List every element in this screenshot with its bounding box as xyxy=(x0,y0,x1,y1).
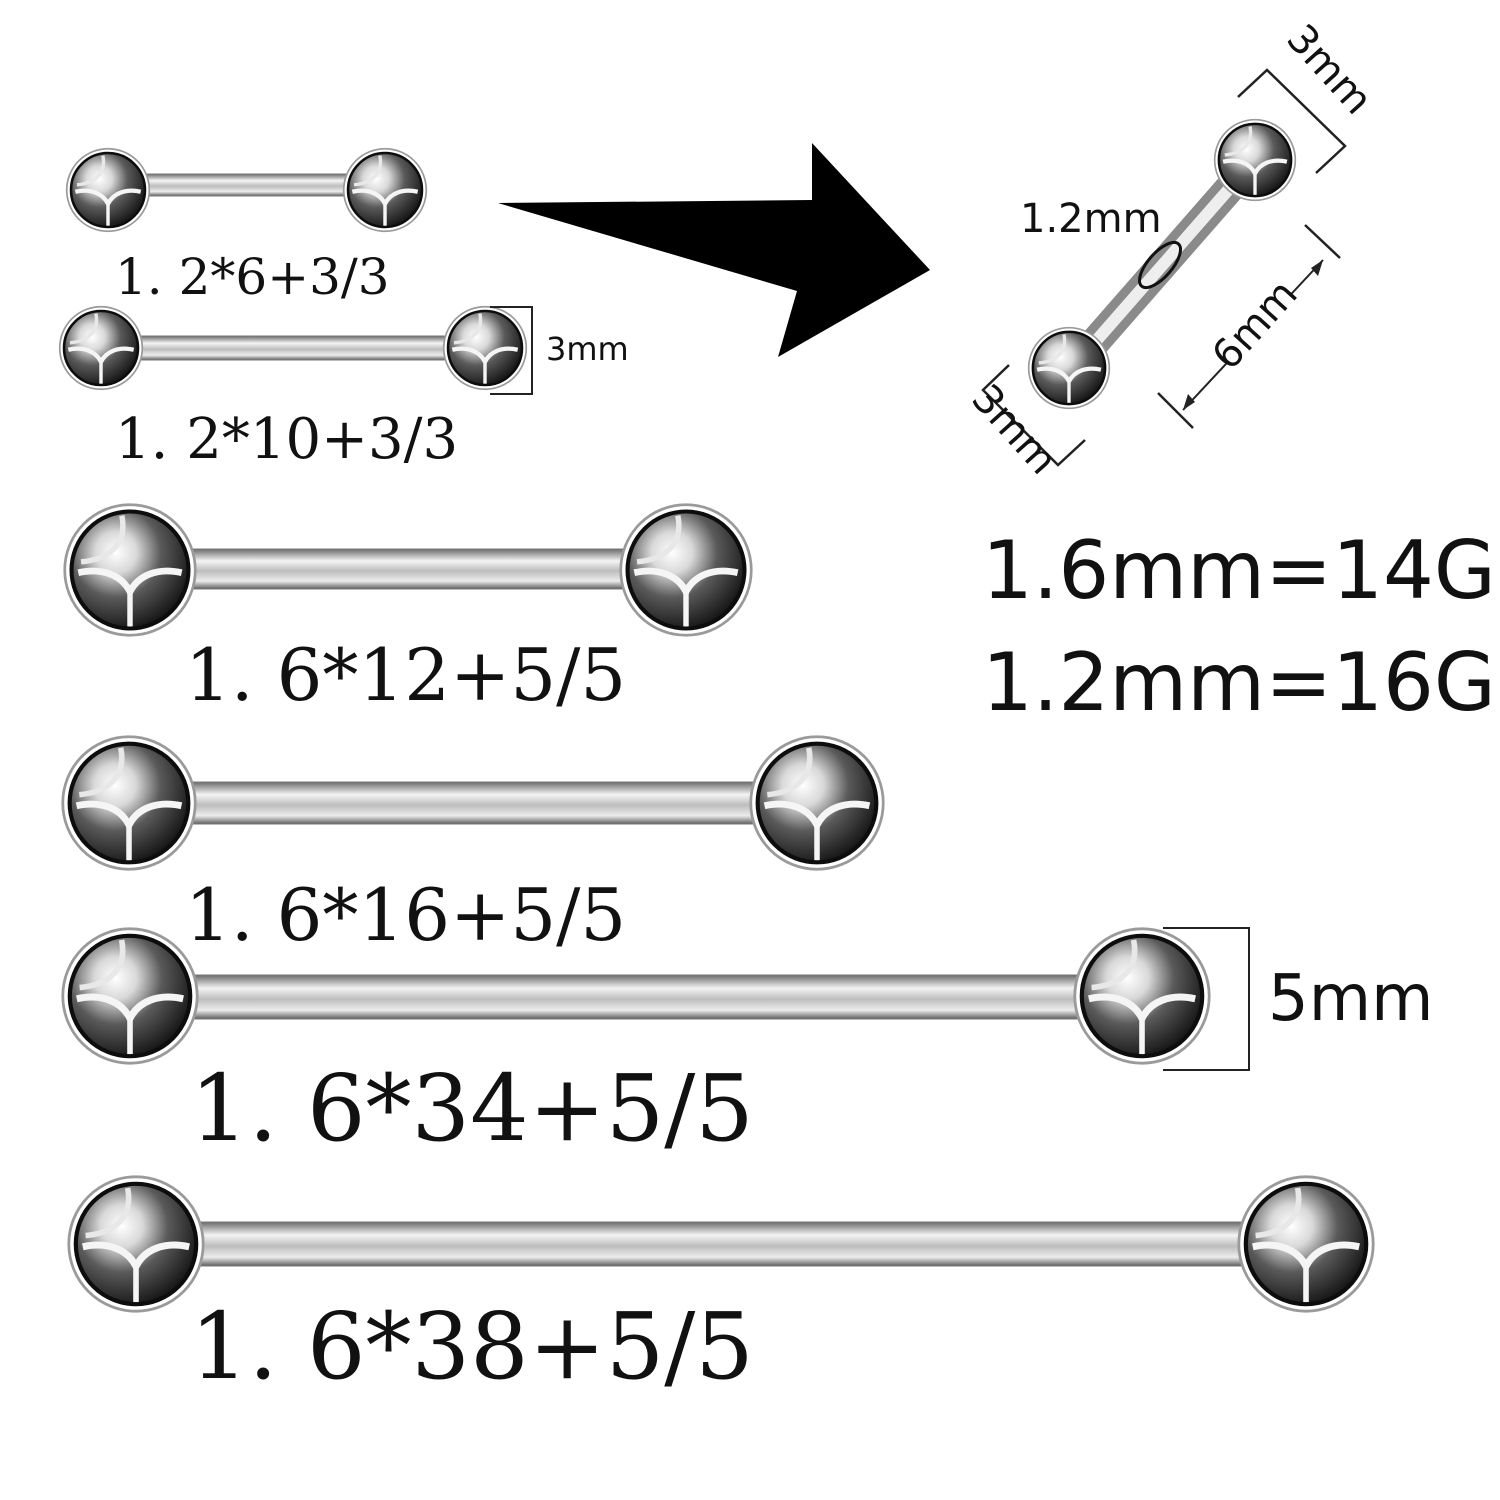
barbell-1-6x16 xyxy=(63,737,883,869)
label-1-6x34: 1. 6*34+5/5 xyxy=(190,1055,754,1162)
barbell-1-2x6 xyxy=(67,149,427,232)
ball-size-bracket-5mm xyxy=(1163,927,1250,1071)
gauge-conversion-16g: 1.2mm=16G xyxy=(982,636,1496,729)
detail-top-ball-label: 3mm xyxy=(1278,16,1381,124)
right-arrow-icon xyxy=(498,143,930,357)
detail-length-label: 6mm xyxy=(1203,271,1306,379)
label-1-6x12: 1. 6*12+5/5 xyxy=(185,633,626,717)
label-1-2x6: 1. 2*6+3/3 xyxy=(115,248,390,306)
barbell-1-2x10 xyxy=(60,307,527,390)
barbell-1-6x12 xyxy=(65,505,752,636)
barbell-1-6x34 xyxy=(63,929,1209,1063)
small-ball-size-label: 3mm xyxy=(546,330,629,368)
detail-thickness-label: 1.2mm xyxy=(1020,196,1162,242)
barbell-1-6x38 xyxy=(69,1177,1373,1311)
gauge-conversion-14g: 1.6mm=14G xyxy=(982,524,1496,617)
label-1-2x10: 1. 2*10+3/3 xyxy=(115,407,458,472)
label-1-6x38: 1. 6*38+5/5 xyxy=(190,1293,754,1400)
large-ball-size-label: 5mm xyxy=(1268,962,1433,1036)
detail-diagram xyxy=(981,68,1347,467)
label-1-6x16: 1. 6*16+5/5 xyxy=(185,873,626,957)
ball-size-bracket-3mm xyxy=(490,306,533,395)
